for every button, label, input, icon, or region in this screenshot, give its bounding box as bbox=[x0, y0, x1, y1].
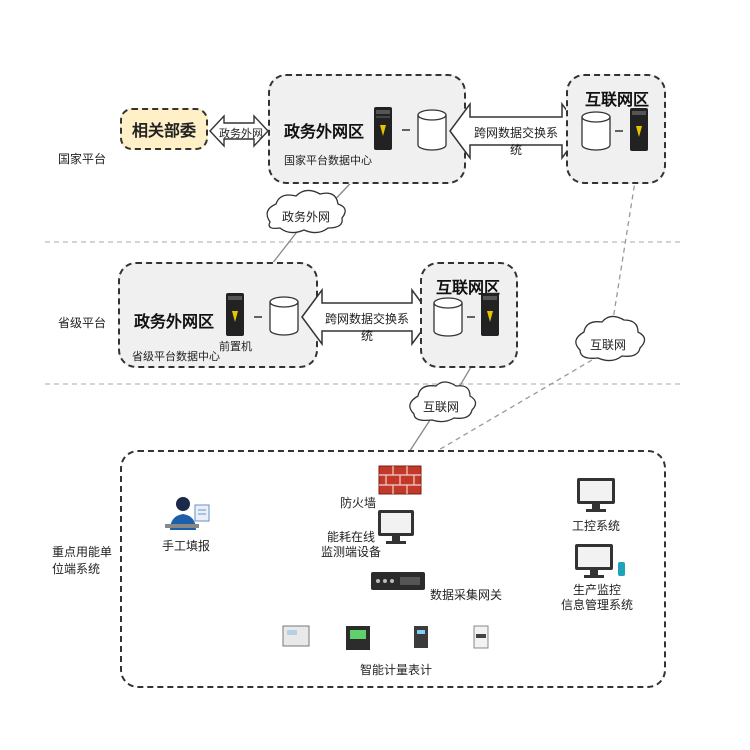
meter-4-icon bbox=[473, 625, 489, 649]
national-internet-zone-title: 互联网区 bbox=[585, 90, 650, 109]
national-gov-zone-subtitle: 国家平台数据中心 bbox=[284, 154, 372, 167]
partner-link-label: 政务外网 bbox=[219, 127, 263, 140]
national-gov-zone-title: 政务外网区 bbox=[284, 122, 365, 141]
meter-3-icon bbox=[414, 626, 428, 648]
provincial-exchange-label: 跨网数据交换系统 bbox=[324, 312, 409, 343]
production-monitor-label: 生产监控 信息管理系统 bbox=[560, 583, 633, 612]
meter-1-icon bbox=[282, 625, 310, 647]
industrial-control-label: 工控系统 bbox=[572, 519, 621, 533]
provincial-internet-zone-title: 互联网区 bbox=[436, 278, 501, 297]
front-machine-label: 前置机 bbox=[219, 340, 252, 353]
internet-cloud-left-label: 互联网 bbox=[422, 400, 459, 414]
gov-net-cloud-label: 政务外网 bbox=[281, 210, 330, 224]
internet-cloud-right-label: 互联网 bbox=[589, 338, 626, 352]
national-exchange-label: 跨网数据交换系统 bbox=[473, 126, 558, 157]
manual-report-label: 手工填报 bbox=[162, 539, 211, 553]
provincial-gov-zone-subtitle: 省级平台数据中心 bbox=[132, 350, 220, 363]
monitor-device-label: 能耗在线 监测端设备 bbox=[320, 530, 381, 559]
tier-provincial-label: 省级平台 bbox=[58, 316, 107, 330]
gateway-label: 数据采集网关 bbox=[430, 588, 503, 602]
firewall-label: 防火墙 bbox=[340, 496, 377, 510]
meter-2-icon bbox=[346, 626, 370, 650]
smart-meters-label: 智能计量表计 bbox=[360, 663, 433, 677]
tier-unit-label: 重点用能单位端系统 bbox=[52, 545, 113, 576]
tier-national-label: 国家平台 bbox=[58, 152, 107, 166]
partner-ministry-box: 相关部委 bbox=[120, 108, 208, 150]
partner-ministry-label: 相关部委 bbox=[131, 121, 196, 140]
provincial-gov-zone-title: 政务外网区 bbox=[134, 312, 215, 331]
